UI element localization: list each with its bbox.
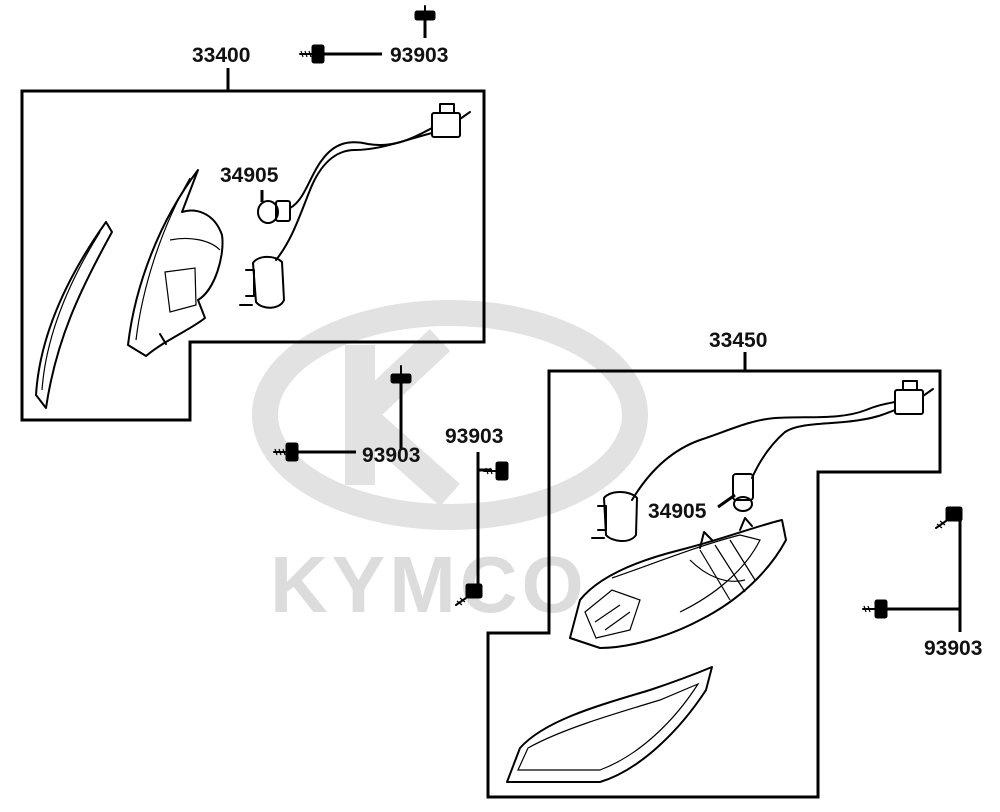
wire-harness-right bbox=[631, 401, 896, 501]
label-33450: 33450 bbox=[709, 329, 767, 352]
kymco-watermark: KYMCO bbox=[252, 300, 648, 629]
connector-right-icon bbox=[894, 380, 934, 415]
label-93903-center: 93903 bbox=[445, 425, 503, 448]
label-34905-right: 34905 bbox=[648, 500, 707, 523]
bulb-right-icon bbox=[732, 473, 754, 512]
right-lamp-housing-reflector bbox=[584, 589, 641, 639]
right-lens-strip bbox=[506, 666, 713, 783]
left-lens-strip-edge bbox=[41, 231, 101, 391]
label-93903-right: 93903 bbox=[924, 637, 982, 660]
screw-center-lower-icon bbox=[455, 583, 483, 606]
watermark-k-icon bbox=[345, 329, 460, 507]
label-34905-left: 34905 bbox=[220, 164, 279, 187]
watermark-brand-text: KYMCO bbox=[270, 540, 588, 629]
bulb-left-icon bbox=[257, 200, 291, 224]
screw-mid-vertical-icon bbox=[390, 365, 412, 450]
socket-left-icon bbox=[239, 255, 285, 309]
right-lens-strip-inner bbox=[517, 682, 700, 771]
left-lamp-housing bbox=[127, 169, 224, 357]
leader-34905-right bbox=[717, 493, 736, 509]
right-lamp-housing bbox=[569, 519, 787, 649]
assembly-frame-right bbox=[486, 369, 942, 799]
wire-harness-left-2 bbox=[275, 132, 433, 261]
connector-left-icon bbox=[431, 103, 471, 138]
screw-top-horizontal-icon bbox=[299, 44, 325, 64]
screw-center-upper-icon bbox=[483, 461, 509, 481]
label-93903-top: 93903 bbox=[390, 44, 448, 67]
label-93903-mid: 93903 bbox=[362, 444, 420, 467]
wire-harness-right-2 bbox=[751, 409, 896, 479]
right-lamp-housing-tab bbox=[699, 517, 753, 549]
right-lamp-housing-lens bbox=[611, 534, 761, 613]
screw-top-vertical-icon bbox=[414, 5, 436, 38]
screw-right-upper-icon bbox=[935, 506, 963, 529]
socket-right-icon bbox=[591, 491, 638, 542]
label-33400: 33400 bbox=[192, 44, 250, 67]
watermark-ring-icon bbox=[252, 300, 648, 530]
leader-93903-right bbox=[887, 520, 962, 632]
left-lamp-housing-lip bbox=[159, 333, 167, 345]
screw-right-lower-icon bbox=[862, 599, 888, 619]
left-lamp-housing-detail bbox=[135, 177, 221, 341]
left-lens-strip bbox=[35, 221, 113, 409]
assembly-frame-left bbox=[20, 89, 486, 422]
